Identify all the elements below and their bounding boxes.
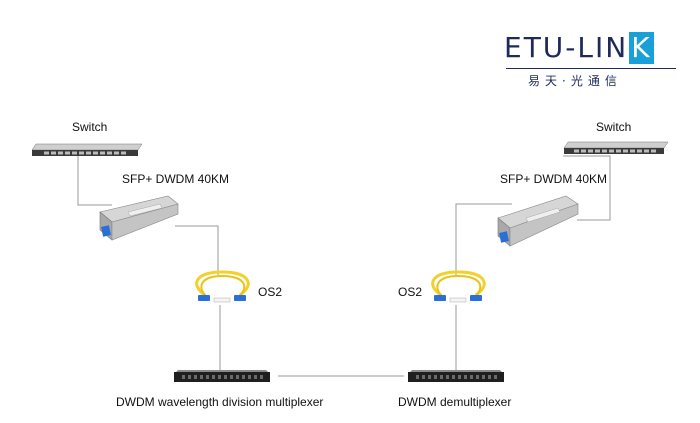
sfp-left-label: SFP+ DWDM 40KM	[122, 172, 230, 186]
switch-left-device	[31, 143, 143, 156]
sfp-right-label: SFP+ DWDM 40KM	[500, 172, 608, 186]
brand-logo-rule	[506, 68, 676, 69]
fiber-right-label: OS2	[398, 285, 423, 299]
demux-label: DWDM demultiplexer	[398, 395, 512, 409]
fiber-cable-right	[431, 270, 486, 303]
brand-logo-text: ETU-LIN	[504, 31, 629, 64]
switch-right-device	[563, 141, 669, 154]
switch-left-label: Switch	[72, 120, 108, 134]
brand-logo-subtitle: 易天·光通信	[528, 74, 622, 88]
link-fiber-right-to-sfp	[455, 203, 512, 275]
brand-logo-k: K	[629, 31, 654, 64]
mux-label: DWDM wavelength division multiplexer	[116, 395, 324, 409]
dwdm-demux-device	[408, 370, 504, 382]
link-switch-left-to-sfp	[77, 155, 112, 206]
link-switch-right-to-sfp	[563, 155, 611, 221]
switch-right-label: Switch	[596, 120, 632, 134]
fiber-left-label: OS2	[258, 285, 283, 299]
link-sfp-left-to-fiber	[175, 225, 219, 275]
connection-lines	[77, 155, 611, 377]
fiber-cable-left	[195, 270, 250, 303]
sfp-module-right	[497, 195, 579, 247]
dwdm-mux-device	[174, 370, 270, 382]
sfp-module-left	[99, 195, 179, 241]
